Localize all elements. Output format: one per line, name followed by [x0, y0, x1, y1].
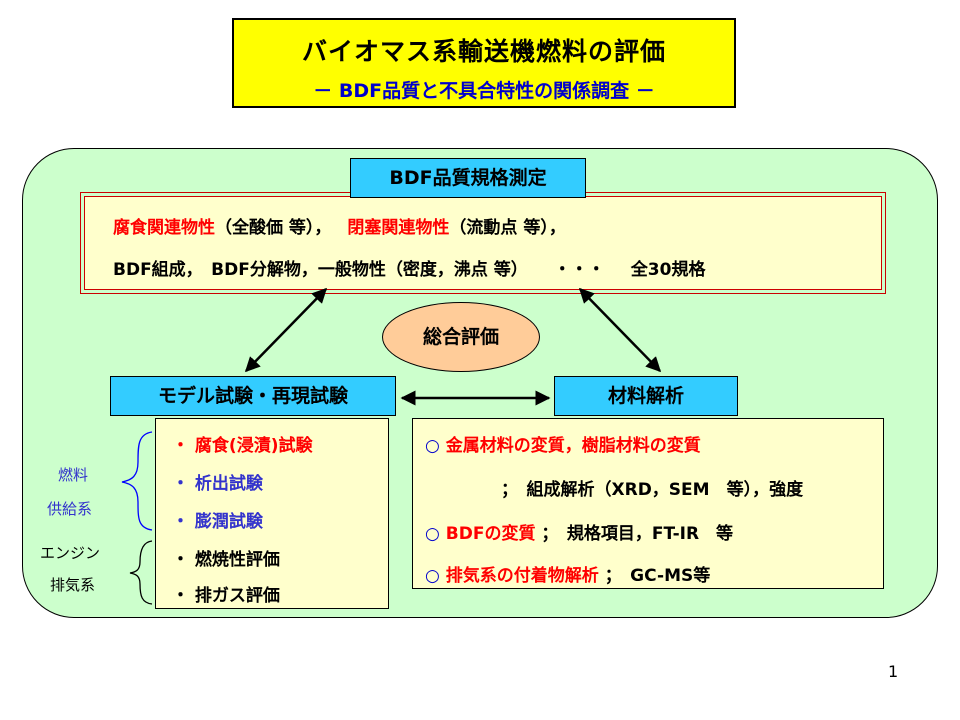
analysis-deposit-rest: ； GC-MS等 [604, 566, 711, 586]
bullet-circle: ○ [425, 524, 440, 544]
spec-line-2: BDF組成， BDF分解物，一般物性（密度，沸点 等） ・・・ 全30規格 [113, 255, 705, 280]
engine-exhaust-label-1: エンジン [40, 544, 101, 562]
analysis-line-1: ○ 金属材料の変質，樹脂材料の変質 [425, 431, 701, 456]
general-properties-text: BDF組成， BDF分解物，一般物性（密度，沸点 等） [113, 260, 528, 280]
corrosion-property-note: （全酸価 等）， [215, 218, 332, 238]
test-item-combustion: ・ 燃焼性評価 [172, 550, 280, 570]
test-item-swelling: ・ 膨潤試験 [172, 512, 263, 532]
analysis-bdf-change-label: BDFの変質 [445, 524, 536, 544]
analysis-line-3: ○ BDFの変質 ； 規格項目，FT-IR 等 [425, 519, 733, 544]
analysis-line-2: ； 組成解析（XRD，SEM 等），強度 [501, 480, 804, 500]
fuel-supply-label-1: 燃料 [58, 466, 89, 484]
corrosion-property-label: 腐食関連物性 [113, 218, 215, 238]
title-main: バイオマス系輸送機燃料の評価 [301, 37, 666, 66]
analysis-bdf-change-rest: ； 規格項目，FT-IR 等 [541, 524, 734, 544]
engine-exhaust-label-2: 排気系 [50, 576, 96, 594]
clogging-property-label: 閉塞関連物性 [347, 218, 450, 238]
material-analysis-list: ○ 金属材料の変質，樹脂材料の変質 ； 組成解析（XRD，SEM 等），強度 ○… [412, 418, 884, 589]
page-number: 1 [888, 662, 899, 681]
bullet-circle: ○ [425, 436, 440, 456]
test-item-precipitation: ・ 析出試験 [172, 474, 263, 494]
spec-box: 腐食関連物性（全酸価 等）， 閉塞関連物性（流動点 等）， BDF組成， BDF分… [80, 192, 886, 294]
analysis-line-4: ○ 排気系の付着物解析 ； GC-MS等 [425, 561, 710, 586]
title-subtitle: － BDF品質と不具合特性の関係調査 － [313, 80, 655, 102]
test-item-exhaust-gas: ・ 排ガス評価 [172, 586, 280, 606]
title-box: バイオマス系輸送機燃料の評価 － BDF品質と不具合特性の関係調査 － [232, 18, 736, 108]
bullet-circle: ○ [425, 566, 440, 586]
model-test-list: ・ 腐食(浸漬)試験 ・ 析出試験 ・ 膨潤試験 ・ 燃焼性評価 ・ 排ガス評価 [155, 418, 389, 609]
analysis-deposit-label: 排気系の付着物解析 [445, 566, 599, 586]
comprehensive-evaluation-ellipse: 総合評価 [382, 302, 540, 372]
analysis-metal-resin: 金属材料の変質，樹脂材料の変質 [445, 436, 701, 456]
material-analysis-header: 材料解析 [554, 376, 738, 416]
clogging-property-note: （流動点 等）， [449, 218, 566, 238]
total-specs: 全30規格 [630, 260, 706, 280]
bdf-spec-header: BDF品質規格測定 [350, 158, 586, 198]
test-item-corrosion: ・ 腐食(浸漬)試験 [172, 436, 313, 456]
model-test-header: モデル試験・再現試験 [110, 376, 396, 416]
spec-line-1: 腐食関連物性（全酸価 等）， 閉塞関連物性（流動点 等）， [113, 213, 566, 238]
fuel-supply-label-2: 供給系 [47, 500, 93, 518]
ellipsis: ・・・ [553, 260, 605, 280]
